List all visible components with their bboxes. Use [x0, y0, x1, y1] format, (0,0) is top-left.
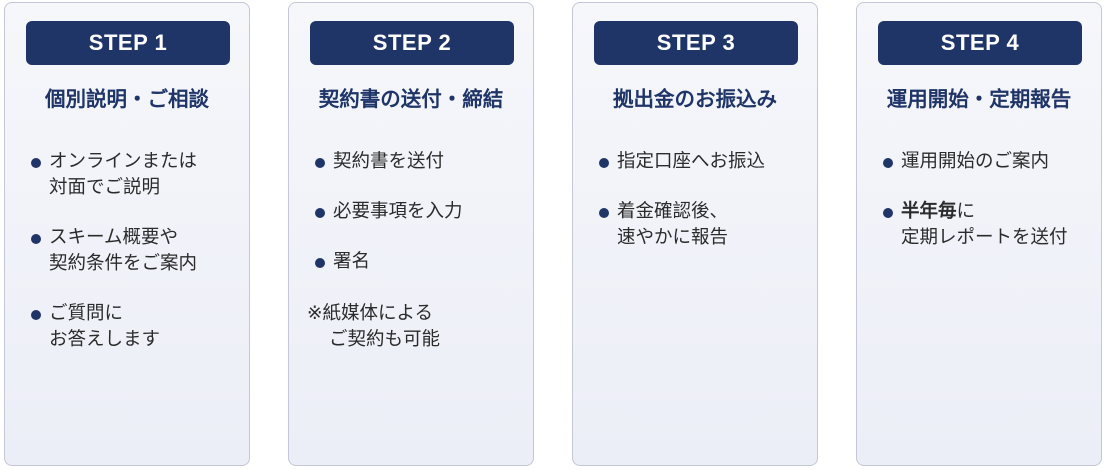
- step-card-3: STEP 3 拠出金のお振込み 指定口座へお振込 着金確認後、 速やかに報告: [572, 2, 818, 466]
- list-item: 必要事項を入力: [313, 199, 525, 225]
- list-item: 運用開始のご案内: [881, 149, 1093, 175]
- step-title: 契約書の送付・締結: [318, 87, 504, 111]
- bullet-dot-icon: [315, 208, 325, 218]
- list-item: オンラインまたは 対面でご説明: [29, 149, 241, 201]
- step-card-2: STEP 2 契約書の送付・締結 契約書を送付 必要事項を入力 署名 ※紙媒体に…: [288, 2, 534, 466]
- bullet-dot-icon: [315, 258, 325, 268]
- step-card-4: STEP 4 運用開始・定期報告 運用開始のご案内 半年毎に 定期レポートを送付: [856, 2, 1102, 466]
- bullet-dot-icon: [31, 158, 41, 168]
- list-item: ご質問に お答えします: [29, 301, 241, 353]
- bullet-dot-icon: [31, 310, 41, 320]
- emphasis-text: 半年毎: [901, 201, 957, 222]
- bullet-dot-icon: [883, 208, 893, 218]
- step-item-list: オンラインまたは 対面でご説明 スキーム概要や 契約条件をご案内 ご質問に お答…: [29, 149, 241, 377]
- bullet-dot-icon: [883, 158, 893, 168]
- list-item: 半年毎に 定期レポートを送付: [881, 199, 1093, 251]
- step-badge: STEP 3: [594, 21, 798, 65]
- step-title: 拠出金のお振込み: [613, 87, 777, 111]
- step-title: 個別説明・ご相談: [45, 87, 209, 111]
- step-badge: STEP 2: [310, 21, 514, 65]
- step-item-list: 指定口座へお振込 着金確認後、 速やかに報告: [597, 149, 809, 275]
- bullet-dot-icon: [31, 234, 41, 244]
- step-title: 運用開始・定期報告: [886, 87, 1072, 111]
- list-item: 契約書を送付: [313, 149, 525, 175]
- step-badge: STEP 1: [26, 21, 230, 65]
- step-item-list: 運用開始のご案内 半年毎に 定期レポートを送付: [881, 149, 1093, 275]
- list-item: 署名: [313, 249, 525, 275]
- list-item: スキーム概要や 契約条件をご案内: [29, 225, 241, 277]
- bullet-dot-icon: [315, 158, 325, 168]
- list-item: 指定口座へお振込: [597, 149, 809, 175]
- list-item: 着金確認後、 速やかに報告: [597, 199, 809, 251]
- bullet-dot-icon: [599, 208, 609, 218]
- step-note: ※紙媒体による ご契約も可能: [307, 303, 441, 350]
- bullet-dot-icon: [599, 158, 609, 168]
- step-card-1: STEP 1 個別説明・ご相談 オンラインまたは 対面でご説明 スキーム概要や …: [4, 2, 250, 466]
- step-item-list: 契約書を送付 必要事項を入力 署名: [313, 149, 525, 299]
- step-badge: STEP 4: [878, 21, 1082, 65]
